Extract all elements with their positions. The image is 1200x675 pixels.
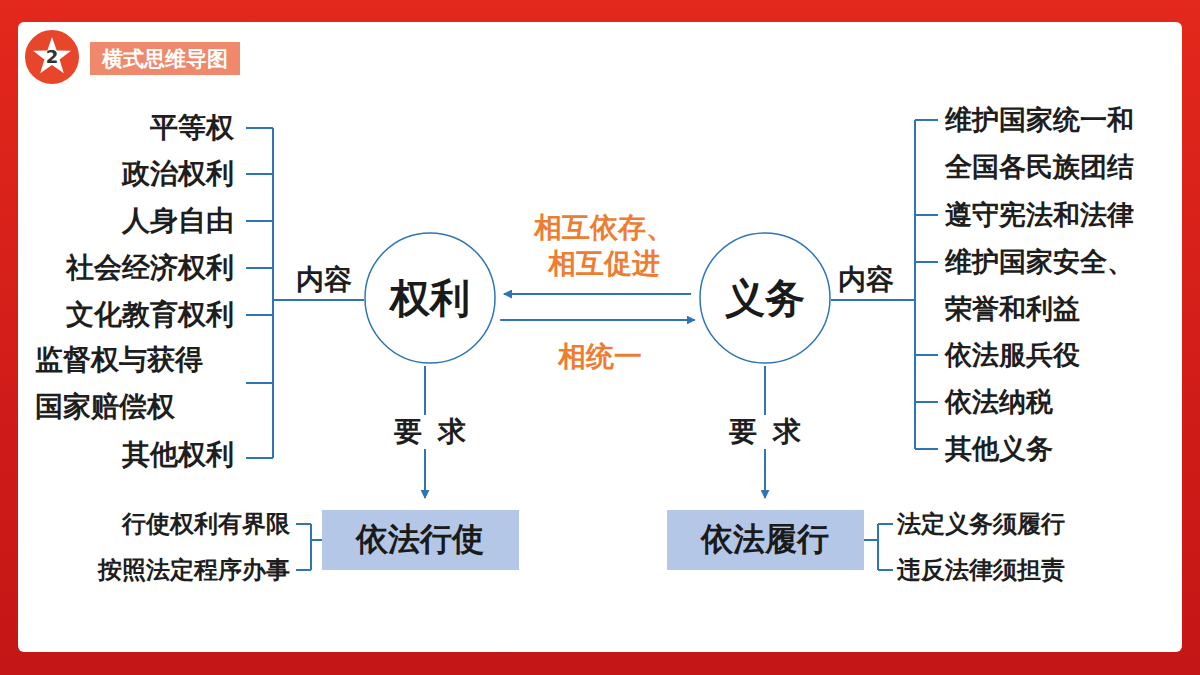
list-item: 维护国家安全、 荣誉和利益 — [945, 238, 1145, 332]
list-item: 法定义务须履行 — [897, 508, 1177, 540]
content-line — [831, 299, 915, 301]
title-box: 横式思维导图 — [90, 42, 240, 75]
bracket-ticks — [915, 120, 938, 449]
requirement-box: 依法行使 — [322, 510, 519, 570]
edge-label: 相统一 — [558, 339, 642, 375]
badge-star — [33, 37, 71, 73]
edge-label: 要求 — [377, 415, 483, 449]
edge-label: 相互依存、 相互促进 — [528, 210, 679, 282]
badge — [24, 29, 80, 85]
list-item: 内容 — [826, 262, 906, 298]
list-item: 其他权利 — [14, 437, 234, 473]
connector-arrow — [500, 319, 695, 321]
list-item: 人身自由 — [14, 203, 234, 239]
edge-label: 要求 — [712, 415, 818, 449]
concept-circle: 权利 — [364, 232, 496, 364]
content-line — [273, 299, 364, 301]
list-item: 依法纳税 — [945, 384, 1180, 420]
list-item: 平等权 — [14, 110, 234, 146]
title-text: 横式思维导图 — [102, 45, 228, 73]
list-item: 社会经济权利 — [14, 250, 234, 286]
list-item: 按照法定程序办事 — [30, 554, 290, 586]
list-item: 文化教育权利 — [14, 297, 234, 333]
concept-circle: 义务 — [699, 232, 831, 364]
brackets — [246, 120, 938, 570]
connector-arrow — [504, 293, 691, 295]
bracket-ticks — [246, 128, 273, 458]
node-text: 依法行使 — [356, 518, 484, 562]
list-item: 其他义务 — [945, 431, 1180, 467]
requirement-box: 依法履行 — [667, 510, 864, 570]
list-item: 遵守宪法和法律 — [945, 197, 1180, 233]
list-item: 依法服兵役 — [945, 337, 1180, 373]
node-text: 依法履行 — [701, 518, 829, 562]
list-item: 行使权利有界限 — [30, 508, 290, 540]
node-text: 权利 — [390, 271, 470, 326]
node-text: 义务 — [725, 271, 805, 326]
list-item: 监督权与获得 国家赔偿权 — [35, 336, 217, 430]
list-item: 政治权利 — [14, 156, 234, 192]
list-item: 维护国家统一和 全国各民族团结 — [945, 96, 1145, 190]
bracket-line — [272, 128, 274, 458]
circle-shape — [365, 233, 495, 363]
bracket-line — [914, 120, 916, 449]
list-item: 违反法律须担责 — [897, 554, 1177, 586]
bracket-line — [863, 524, 893, 570]
badge-circle — [24, 29, 80, 85]
circle-shape — [700, 233, 830, 363]
list-item: 内容 — [284, 262, 364, 298]
bracket-line — [296, 524, 322, 570]
callout-number: 2 — [38, 46, 66, 68]
